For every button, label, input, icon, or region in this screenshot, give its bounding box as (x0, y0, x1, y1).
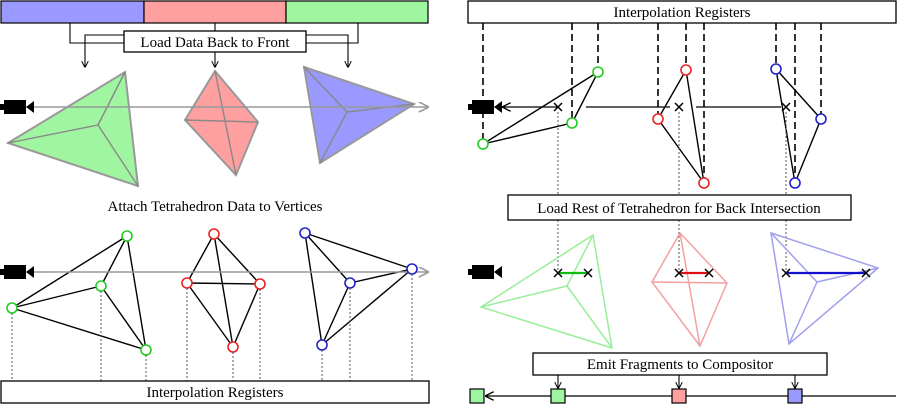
vertex (140, 344, 152, 356)
x-mark-icon (781, 102, 791, 112)
emit-fragments-label: Emit Fragments to Compositor (532, 352, 828, 376)
x-mark-icon (583, 268, 593, 278)
vertex (95, 280, 107, 292)
vertex (698, 177, 710, 189)
green-fragment (550, 388, 566, 404)
green-light-tetrahedron (479, 233, 613, 350)
interpolation-registers-label: Interpolation Registers (146, 385, 283, 401)
vertex (770, 63, 782, 75)
x-mark-icon (704, 268, 714, 278)
vertex (477, 138, 489, 150)
load-rest-text: Load Rest of Tetrahedron for Back Inters… (537, 201, 821, 217)
vertex (6, 302, 18, 314)
vertex (208, 228, 220, 240)
vertex (815, 113, 827, 125)
x-mark-icon (553, 102, 563, 112)
x-mark-icon (674, 268, 684, 278)
tetrahedron-data-buffer (0, 0, 429, 24)
interpolation-registers-bottom: Interpolation Registers (0, 380, 430, 404)
register-drop-lines (11, 274, 413, 381)
x-mark-icon (553, 268, 563, 278)
red-tetrahedron (183, 69, 260, 177)
attach-data-label: Attach Tetrahedron Data to Vertices (108, 199, 323, 215)
register-dashed-lines (482, 23, 822, 178)
red-front-face (657, 69, 705, 184)
vertex (652, 113, 664, 125)
vertex (121, 230, 133, 242)
vertex (680, 64, 692, 76)
vertex (592, 66, 604, 78)
x-mark-icon (781, 268, 791, 278)
load-back-to-front-label: Load Data Back to Front (123, 30, 307, 53)
blue-front-face (775, 68, 822, 184)
emit-fragments-text: Emit Fragments to Compositor (587, 357, 773, 373)
interpolation-registers-label: Interpolation Registers (613, 5, 750, 21)
vertex (566, 117, 578, 129)
red-light-tetrahedron (651, 231, 728, 348)
red-fragment (671, 388, 687, 404)
vertex (789, 177, 801, 189)
video-camera-icon (468, 100, 502, 114)
vertex-markers (6, 227, 418, 356)
vertex (316, 339, 328, 351)
vertex (299, 227, 311, 239)
vertex (181, 277, 193, 289)
blue-tetrahedron (302, 65, 417, 165)
interpolation-registers-top: Interpolation Registers (467, 0, 897, 24)
blue-wireframe-tetrahedron (304, 232, 413, 346)
load-routing-arrows (69, 23, 359, 67)
front-vertex-markers (477, 63, 827, 189)
x-mark-icon (861, 268, 871, 278)
blue-light-tetrahedron (770, 231, 880, 346)
vertex (344, 277, 356, 289)
load-back-to-front-text: Load Data Back to Front (140, 35, 290, 51)
red-wireframe-tetrahedron (186, 233, 261, 348)
load-rest-label: Load Rest of Tetrahedron for Back Inters… (507, 194, 852, 221)
vertex (406, 263, 418, 275)
video-camera-icon (468, 265, 502, 279)
vertex (254, 278, 266, 290)
blue-fragment (787, 388, 803, 404)
video-camera-icon (0, 100, 34, 114)
green-wireframe-tetrahedron (11, 235, 147, 351)
red-data-block (143, 0, 287, 24)
blue-data-block (0, 0, 145, 24)
green-data-block (285, 0, 429, 24)
green-front-face (482, 71, 599, 145)
vertex (227, 341, 239, 353)
green-fragment-output (469, 388, 485, 404)
x-mark-icon (674, 102, 684, 112)
green-tetrahedron (5, 70, 140, 188)
fragment-drop-lines (557, 112, 787, 272)
video-camera-icon (0, 265, 34, 279)
